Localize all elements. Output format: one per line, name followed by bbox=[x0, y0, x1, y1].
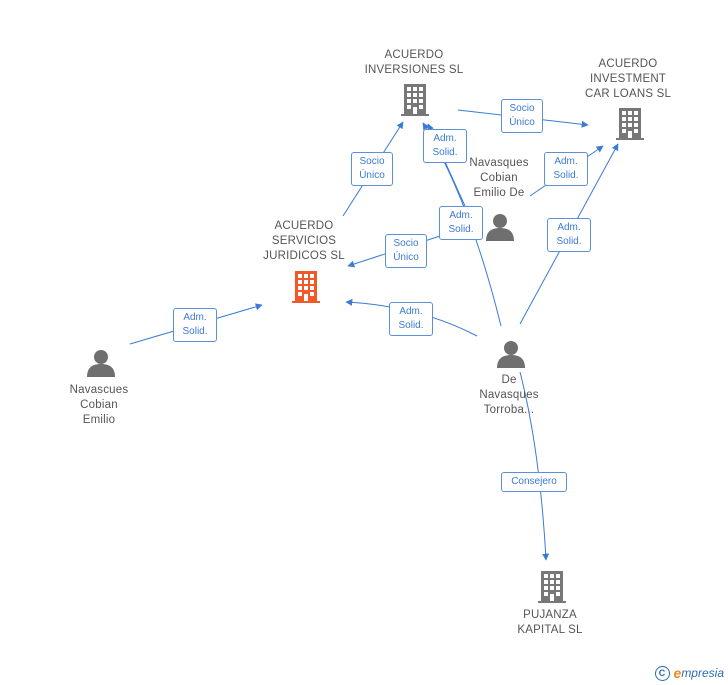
acuerdo-inversiones-building-icon[interactable] bbox=[401, 84, 429, 116]
edge-label-adm-solid: Adm.Solid. bbox=[439, 206, 483, 240]
navascues-emilio-label[interactable]: Navascues Cobian Emilio bbox=[69, 384, 129, 426]
edge-label-adm-solid: Adm.Solid. bbox=[544, 152, 588, 186]
edge-label-adm-solid: Adm.Solid. bbox=[389, 302, 433, 336]
copyright-icon: C bbox=[654, 665, 670, 681]
empresia-logo-text: mpresia bbox=[681, 666, 724, 680]
pujanza-label[interactable]: PUJANZA KAPITAL SL bbox=[517, 609, 583, 636]
acuerdo-investment-building-icon[interactable] bbox=[616, 108, 644, 140]
edge-label-consejero: Consejero bbox=[501, 472, 567, 492]
edge-label-adm-solid: Adm.Solid. bbox=[173, 308, 217, 342]
de-navasques-label[interactable]: De Navasques Torroba... bbox=[479, 374, 539, 416]
navasques-emilio-de-person-icon[interactable] bbox=[486, 214, 514, 241]
de-navasques-person-icon[interactable] bbox=[497, 341, 525, 368]
navascues-emilio-person-icon[interactable] bbox=[87, 350, 115, 377]
empresia-logo-initial: e bbox=[673, 665, 682, 681]
pujanza-building-icon[interactable] bbox=[538, 571, 566, 603]
edge-consejero bbox=[519, 371, 550, 561]
acuerdo-inversiones-label[interactable]: ACUERDO INVERSIONES SL bbox=[364, 49, 464, 76]
navasques-emilio-de-label[interactable]: Navasques Cobian Emilio De bbox=[469, 157, 529, 199]
edge-label-adm-solid: Adm.Solid. bbox=[547, 218, 591, 252]
footer-brand: C e mpresia bbox=[654, 665, 724, 681]
acuerdo-servicios-building-icon[interactable] bbox=[292, 271, 320, 303]
edge-label-adm-solid: Adm.Solid. bbox=[423, 129, 467, 163]
acuerdo-investment-label[interactable]: ACUERDO INVESTMENT CAR LOANS SL bbox=[584, 58, 672, 100]
acuerdo-servicios-label[interactable]: ACUERDO SERVICIOS JURIDICOS SL bbox=[263, 220, 345, 262]
